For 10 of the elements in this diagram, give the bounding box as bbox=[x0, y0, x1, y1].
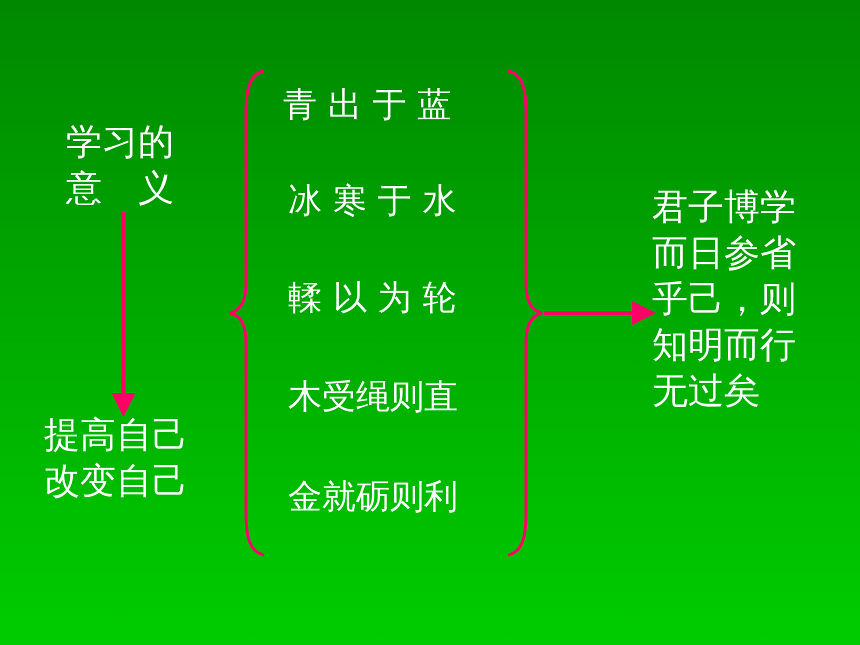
arrow bbox=[544, 301, 656, 325]
proverb-text: 木受绳则直 bbox=[288, 376, 458, 419]
proverb-text: 金就砺则利 bbox=[288, 476, 458, 519]
arrow bbox=[112, 212, 136, 417]
proverb-text: 輮 以 为 轮 bbox=[288, 277, 456, 320]
heading-text: 学习的意 义 bbox=[66, 121, 175, 211]
conclusion-text: 君子博学而日参省乎己，则知明而行无过矣 bbox=[652, 186, 797, 414]
proverb-text: 青 出 于 蓝 bbox=[283, 84, 452, 127]
proverb-text: 冰 寒 于 水 bbox=[288, 180, 456, 223]
heading-text: 提高自己改变自己 bbox=[44, 414, 189, 504]
